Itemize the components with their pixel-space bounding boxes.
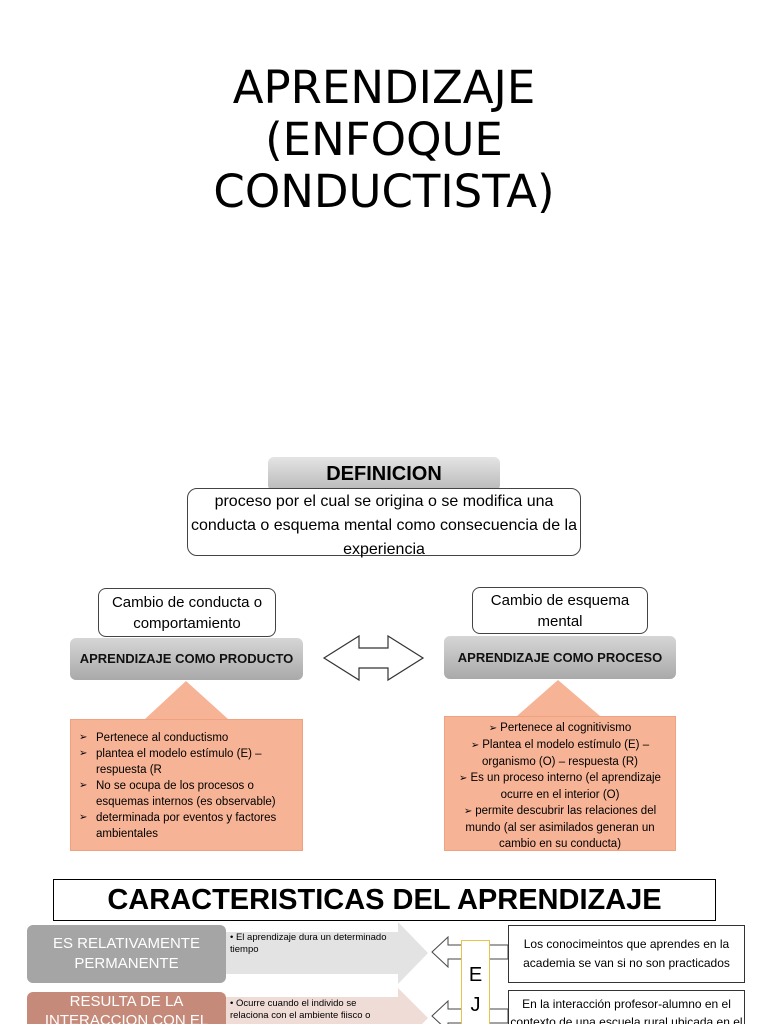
proceso-item: ➢permite descubrir las relaciones del mu…	[463, 805, 657, 850]
example-box: Los conocimeintos que aprendes en la aca…	[508, 925, 745, 983]
feature-note: • El aprendizaje dura un determinado tie…	[230, 932, 387, 955]
definicion-header: DEFINICION	[268, 457, 500, 491]
producto-item: plantea el modelo estímulo (E) – respues…	[79, 746, 296, 778]
example-box: En la interacción profesor-alumno en el …	[508, 990, 745, 1024]
feature-note: • Ocurre cuando el individo se relaciona…	[230, 998, 371, 1021]
bullet-arrow-icon: ➢	[459, 773, 468, 784]
bullet-arrow-icon: ➢	[470, 740, 480, 751]
up-arrow-left-icon	[145, 681, 228, 719]
feature-permanente: ES RELATIVAMENTE PERMANENTE	[27, 925, 226, 983]
definicion-body: proceso por el cual se origina o se modi…	[187, 488, 581, 558]
bullet-arrow-icon: ➢	[488, 723, 498, 734]
proceso-item: ➢Plantea el modelo estímulo (E) – organi…	[470, 739, 650, 768]
up-arrow-right-icon	[517, 680, 600, 716]
bullet-arrow-icon: ➢	[463, 806, 473, 817]
page-title: APRENDIZAJE (ENFOQUE CONDUCTISTA)	[213, 61, 555, 218]
producto-details: Pertenece al conductismo plantea el mode…	[70, 719, 303, 851]
proceso-details: ➢Pertenece al cognitivismo ➢Plantea el m…	[444, 716, 676, 851]
feature-arrow-1-icon	[226, 922, 428, 984]
producto-item: Pertenece al conductismo	[79, 730, 296, 746]
proceso-item: ➢Pertenece al cognitivismo	[488, 722, 632, 734]
feature-arrow-2-icon	[226, 988, 428, 1024]
proceso-label: Cambio de esquema mental	[472, 587, 648, 634]
caracteristicas-title: CARACTERISTICAS DEL APRENDIZAJE	[53, 879, 716, 921]
ejemplo-box: E J	[461, 940, 490, 1024]
proceso-header: APRENDIZAJE COMO PROCESO	[444, 636, 676, 679]
producto-header: APRENDIZAJE COMO PRODUCTO	[70, 638, 303, 680]
feature-interaccion: RESULTA DE LA INTERACCION CON EL	[27, 992, 226, 1024]
proceso-item: ➢Es un proceso interno (el aprendizaje o…	[459, 772, 661, 801]
double-arrow-icon	[322, 634, 425, 682]
producto-item: determinada por eventos y factores ambie…	[79, 810, 296, 842]
producto-item: No se ocupa de los procesos o esquemas i…	[79, 778, 296, 810]
producto-label: Cambio de conducta o comportamiento	[98, 588, 276, 637]
